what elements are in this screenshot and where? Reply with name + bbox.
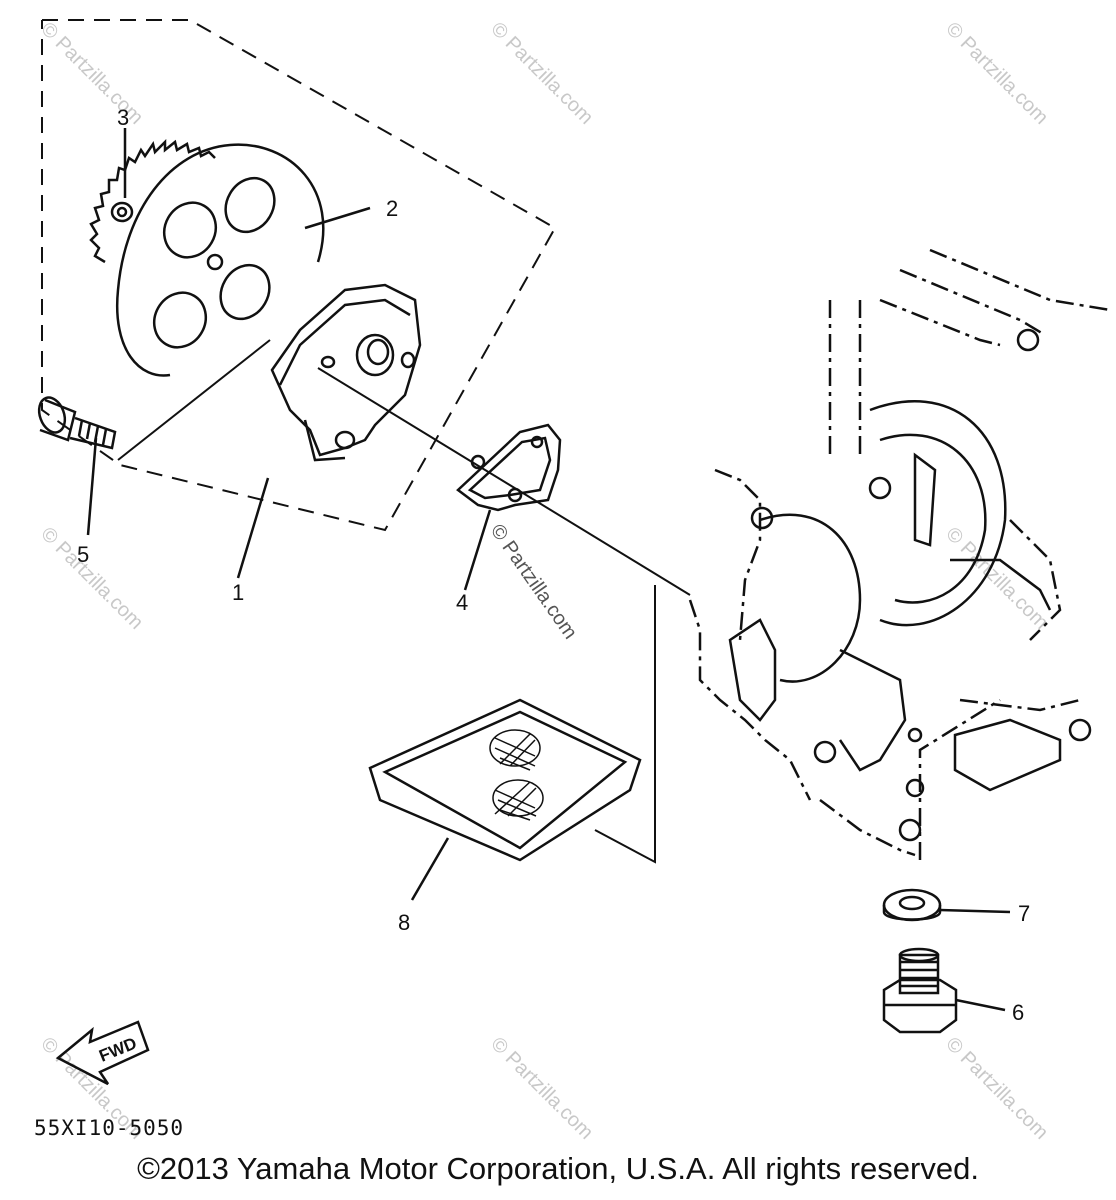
gear-axis-line bbox=[117, 339, 271, 461]
assembly-axis-line bbox=[317, 367, 691, 596]
leader-lines bbox=[86, 128, 1011, 1012]
oil-strainer bbox=[368, 698, 642, 862]
oil-pump-gear bbox=[89, 138, 325, 377]
fwd-label: FWD bbox=[96, 1034, 139, 1066]
watermark-top-center: © Partzilla.com bbox=[486, 18, 597, 129]
watermark-bottom-right: © Partzilla.com bbox=[941, 1033, 1052, 1144]
callout-7: 7 bbox=[1018, 901, 1030, 926]
callout-1: 1 bbox=[232, 580, 244, 605]
callout-4: 4 bbox=[456, 590, 468, 615]
part-code-label: 55XI10-5050 bbox=[34, 1116, 185, 1140]
bolt bbox=[37, 396, 117, 450]
strainer-guide-line bbox=[594, 585, 656, 864]
strainer-mesh bbox=[489, 729, 544, 821]
callout-8: 8 bbox=[398, 910, 410, 935]
drain-plug bbox=[882, 947, 958, 1034]
oil-pump-body bbox=[270, 283, 422, 462]
pump-assembly-boundary bbox=[41, 19, 557, 532]
watermark-bottom-center: © Partzilla.com bbox=[486, 1033, 597, 1144]
watermark-top-right: © Partzilla.com bbox=[941, 18, 1052, 129]
drain-washer bbox=[882, 888, 942, 922]
watermark-mid-left: © Partzilla.com bbox=[36, 523, 147, 634]
circlip bbox=[110, 201, 134, 223]
callout-5: 5 bbox=[77, 542, 89, 567]
crankcase bbox=[688, 248, 1111, 860]
callout-2: 2 bbox=[386, 196, 398, 221]
watermark-top-left: © Partzilla.com bbox=[36, 18, 147, 129]
gasket bbox=[456, 423, 562, 512]
watermark-center: © Partzilla.com bbox=[486, 520, 581, 643]
callouts: 3 2 5 1 4 8 7 6 bbox=[77, 105, 1030, 1025]
callout-6: 6 bbox=[1012, 1000, 1024, 1025]
callout-3: 3 bbox=[117, 105, 129, 130]
crankcase-solid-details bbox=[728, 328, 1092, 842]
watermark-mid-right: © Partzilla.com bbox=[941, 523, 1052, 634]
copyright-notice: ©2013 Yamaha Motor Corporation, U.S.A. A… bbox=[137, 1151, 979, 1186]
